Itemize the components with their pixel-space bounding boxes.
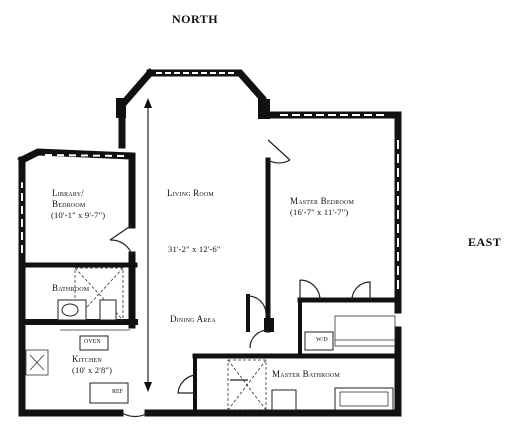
master-bedroom-dims: (16'-7" x 11'-7") <box>290 207 349 217</box>
bathroom-name: Bathroom <box>52 283 90 293</box>
kitchen-fixtures <box>25 329 334 404</box>
bathroom-fixtures <box>57 267 396 411</box>
library-bedroom-name-line1: Library/ <box>52 188 84 198</box>
window-markers <box>19 70 399 332</box>
kitchen-name: Kitchen <box>72 354 102 364</box>
washer-dryer-label: W/D <box>316 337 328 343</box>
door-swings <box>109 139 371 418</box>
library-bedroom-label: Library/ Bedroom (10'-1" x 9'-7") <box>51 188 106 221</box>
compass-east-label: EAST <box>468 235 502 249</box>
compass-north-label: NORTH <box>172 12 219 26</box>
kitchen-dims: (10' x 2'8") <box>72 365 113 375</box>
oven-label: OVEN <box>84 339 101 345</box>
ref-label: REF <box>112 389 124 395</box>
living-room-dims: 31'-2" x 12'-6" <box>168 244 221 254</box>
library-bedroom-name-line2: Bedroom <box>52 199 86 209</box>
living-room-dimension-arrow <box>144 98 152 392</box>
library-bedroom-dims: (10'-1" x 9'-7") <box>51 210 106 220</box>
master-bedroom-label: Master Bedroom (16'-7" x 11'-7") <box>290 196 354 218</box>
dining-area-name: Dining Area <box>170 314 216 324</box>
master-bedroom-name: Master Bedroom <box>290 196 355 206</box>
interior-walls <box>19 157 401 415</box>
kitchen-label: Kitchen (10' x 2'8") <box>72 354 112 376</box>
living-room-name: Living Room <box>167 188 214 198</box>
master-bathroom-name: Master Bathroom <box>272 369 340 379</box>
